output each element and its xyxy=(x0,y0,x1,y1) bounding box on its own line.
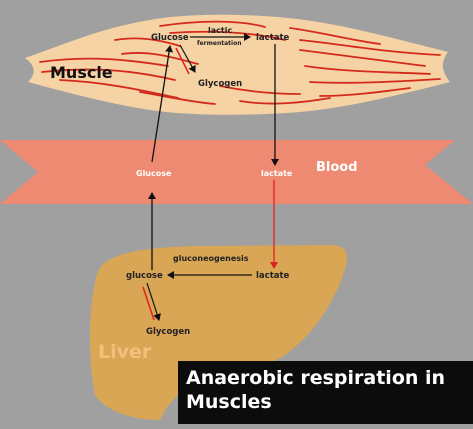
gluconeogenesis-label: gluconeogenesis xyxy=(173,254,249,263)
lactic-label: lactic xyxy=(208,26,232,35)
blood-lactate-label: lactate xyxy=(261,169,293,178)
muscle-fibers xyxy=(39,20,441,105)
muscle-glycogen-label: Glycogen xyxy=(198,79,242,89)
muscle-label: Muscle xyxy=(50,63,113,82)
blood-vessel xyxy=(0,140,473,204)
caption-line-2: Muscles xyxy=(186,391,272,413)
liver-glucose-to-glycogen-arrow xyxy=(146,282,161,321)
muscle-glucose-label: Glucose xyxy=(151,33,189,43)
liver-shape xyxy=(89,245,348,420)
liver-glycogen-label: Glycogen xyxy=(146,327,190,337)
glycogen-red-stroke xyxy=(175,47,190,75)
muscle-shape xyxy=(25,14,450,115)
caption-box: Anaerobic respiration in Muscles xyxy=(178,361,473,424)
blood-label: Blood xyxy=(316,160,358,175)
liver-glucose-label: glucose xyxy=(126,271,163,281)
liver-lactate-label: lactate xyxy=(256,271,290,281)
liver-label: Liver xyxy=(98,341,152,363)
caption-line-1: Anaerobic respiration in xyxy=(186,367,446,389)
blood-to-muscle-glucose-arrow xyxy=(151,45,174,163)
glucose-to-glycogen-arrow xyxy=(179,44,196,73)
muscle-lactate-label: lactate xyxy=(256,33,290,43)
blood-glucose-label: Glucose xyxy=(136,169,172,178)
fermentation-label: fermentation xyxy=(197,40,241,47)
liver-glycogen-red-stroke xyxy=(142,286,155,321)
